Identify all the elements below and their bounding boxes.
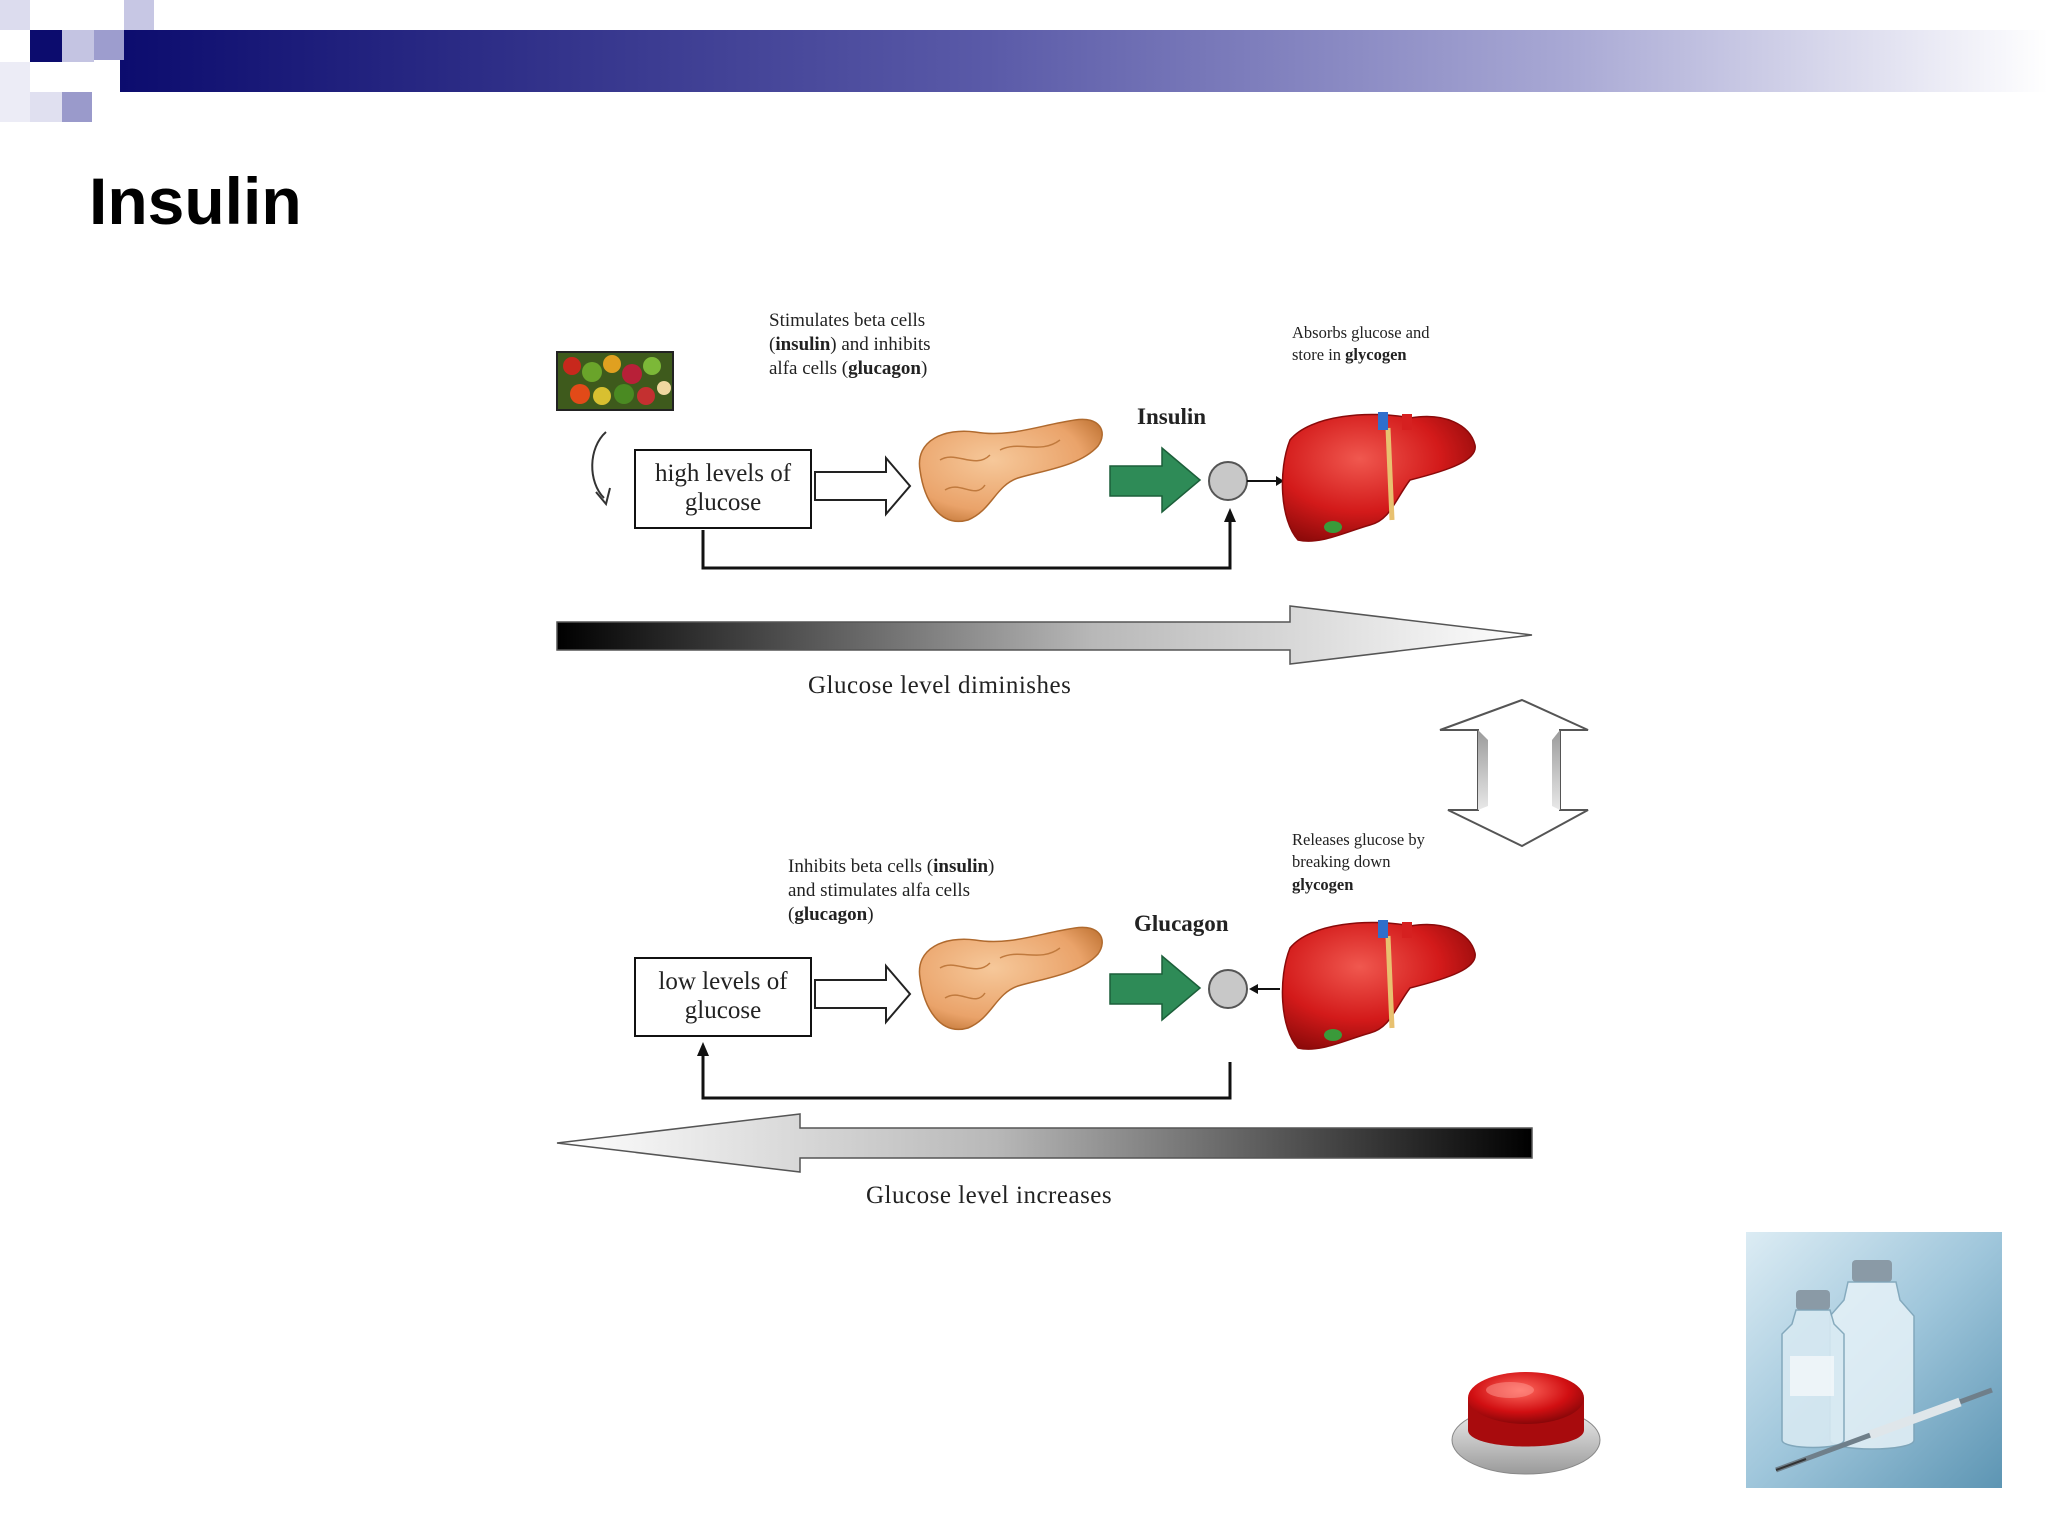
- receptor-node: [1208, 461, 1248, 501]
- note-text: store in: [1292, 345, 1346, 365]
- double-arrow-icon: [1439, 698, 1589, 848]
- note-text: (: [769, 333, 776, 355]
- curved-arrow-icon: [591, 431, 607, 499]
- note-bold: glucagon: [794, 903, 868, 925]
- note-bold: glycogen: [1345, 345, 1407, 365]
- glucose-increases-arrow: [556, 1113, 1533, 1173]
- bottom-pancreas-note: Inhibits beta cells (insulin) and stimul…: [788, 855, 994, 926]
- note-line: Stimulates beta cells: [769, 310, 926, 331]
- note-line: Inhibits beta cells (insulin): [788, 855, 994, 879]
- green-arrow-icon: [1109, 446, 1202, 514]
- note-line: Releases glucose by: [1292, 830, 1425, 849]
- note-line: Absorbs glucose and: [1292, 323, 1430, 342]
- top-pancreas-note: Stimulates beta cells (insulin) and inhi…: [769, 309, 931, 380]
- receptor-node: [1208, 969, 1248, 1009]
- note-bold: insulin: [775, 333, 831, 355]
- note-line: alfa cells (glucagon): [769, 357, 931, 381]
- liver-image: [1281, 920, 1476, 1050]
- note-text: Inhibits beta cells (: [788, 856, 934, 877]
- hollow-arrow-icon: [814, 963, 912, 1025]
- note-text: alfa cells (: [769, 357, 849, 379]
- vegetables-image: [556, 351, 674, 411]
- glucose-diminishes-caption: Glucose level diminishes: [808, 672, 1072, 699]
- note-bold: insulin: [933, 856, 989, 877]
- glucagon-label: Glucagon: [1134, 911, 1229, 936]
- note-line: glycogen: [1292, 874, 1425, 896]
- high-glucose-box: high levels of glucose: [634, 449, 812, 529]
- header-square: [94, 30, 124, 60]
- note-line: (glucagon): [788, 903, 994, 927]
- note-line: store in glycogen: [1292, 344, 1429, 366]
- glucose-increases-caption: Glucose level increases: [866, 1182, 1113, 1209]
- red-button-image: [1451, 1372, 1601, 1475]
- note-text: ): [920, 357, 928, 379]
- insulin-label: Insulin: [1137, 404, 1207, 429]
- bottom-liver-note: Releases glucose by breaking down glycog…: [1292, 829, 1425, 896]
- box-line: low levels of: [658, 968, 788, 996]
- box-line: glucose: [684, 489, 762, 516]
- note-bold: glycogen: [1292, 874, 1354, 894]
- header-square: [62, 92, 92, 122]
- low-glucose-box: low levels of glucose: [634, 957, 812, 1037]
- insulin-vials-image: [1746, 1232, 2002, 1488]
- pancreas-image: [918, 926, 1103, 1031]
- header-bar: [120, 30, 2048, 92]
- note-text: ): [867, 903, 874, 925]
- note-line: breaking down: [1292, 852, 1391, 872]
- header-decoration: [0, 0, 2048, 122]
- header-square: [124, 0, 154, 30]
- top-liver-note: Absorbs glucose and store in glycogen: [1292, 322, 1429, 367]
- feedback-arrow-bottom: [701, 1054, 1232, 1100]
- header-square: [0, 0, 30, 30]
- feedback-arrow-top: [701, 520, 1232, 570]
- header-square: [30, 30, 62, 62]
- header-square: [62, 30, 94, 62]
- pancreas-image: [918, 418, 1103, 523]
- note-text: ) and inhibits: [830, 333, 931, 355]
- note-line: and stimulates alfa cells: [788, 879, 971, 901]
- note-line: (insulin) and inhibits: [769, 333, 931, 357]
- box-line: high levels of: [654, 460, 792, 488]
- note-text: (: [788, 903, 795, 925]
- note-text: ): [988, 856, 995, 877]
- header-square: [30, 92, 62, 122]
- note-bold: glucagon: [848, 357, 921, 379]
- hollow-arrow-icon: [814, 455, 912, 517]
- header-square: [0, 62, 30, 122]
- box-line: glucose: [684, 997, 762, 1024]
- slide-title: Insulin: [89, 164, 302, 238]
- liver-image: [1281, 412, 1476, 542]
- glucose-diminishes-arrow: [556, 605, 1533, 665]
- green-arrow-icon: [1109, 954, 1202, 1022]
